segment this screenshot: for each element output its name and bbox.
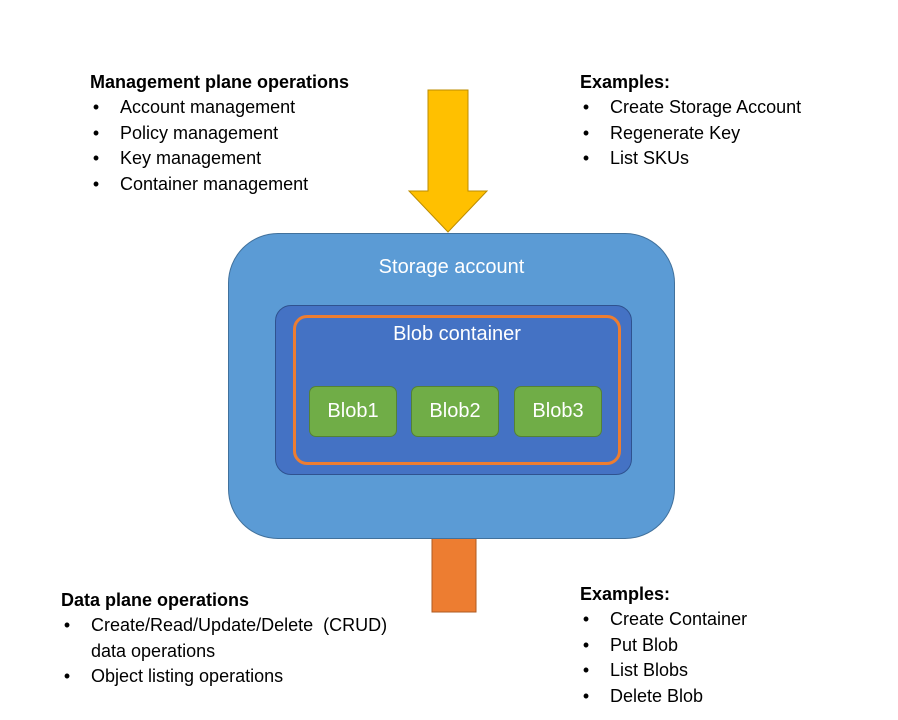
list-item-text: Object listing operations xyxy=(91,666,284,686)
blob-container-box: Blob container xyxy=(293,315,621,465)
management-examples-list: •Create Storage Account •Regenerate Key … xyxy=(580,95,801,172)
list-item-text: List SKUs xyxy=(610,148,690,168)
management-plane-item: • Policy management xyxy=(90,121,349,147)
data-example-item: • Put Blob xyxy=(580,633,747,659)
list-item-text: Regenerate Key xyxy=(610,122,741,143)
management-plane-item: • Key management xyxy=(90,146,349,172)
blob-box: Blob2 xyxy=(411,386,499,437)
management-plane-item: • Account management xyxy=(90,95,349,121)
bullet-icon: • xyxy=(582,609,590,629)
management-example-item: • Create Storage Account xyxy=(580,95,801,121)
list-item-text: Policy management xyxy=(120,122,279,143)
list-item-text: Create Container xyxy=(610,609,748,629)
bullet-icon: • xyxy=(582,148,590,168)
list-item-text: List Blobs xyxy=(610,660,689,680)
list-item-text: Create/Read/Update/Delete (CRUD) data op… xyxy=(91,615,393,661)
data-plane-heading: Data plane operations xyxy=(61,590,250,610)
management-example-item: • List SKUs xyxy=(580,146,801,172)
management-example-item: • Regenerate Key xyxy=(580,121,801,147)
data-plane-section: Data plane operations • Create/Read/Updat… xyxy=(61,589,421,690)
list-item-text: Delete Blob xyxy=(610,685,704,706)
bullet-icon: • xyxy=(582,660,590,680)
data-example-item: • Create Container xyxy=(580,607,747,633)
blob-container-label: Blob container xyxy=(393,323,521,345)
data-plane-item: • Create/Read/Update/Delete (CRUD) data o… xyxy=(61,613,421,664)
data-plane-list: • Create/Read/Update/Delete (CRUD) data o… xyxy=(61,613,421,690)
bullet-icon: • xyxy=(582,122,590,143)
management-plane-section: Management plane operations • Account man… xyxy=(90,71,349,197)
bullet-icon: • xyxy=(582,685,590,706)
list-item-text: Key management xyxy=(120,148,262,168)
management-plane-list: • Account management • Policy management •… xyxy=(90,95,349,197)
bullet-icon: • xyxy=(63,666,71,686)
management-examples-section: Examples: • Create Storage Account • Regen… xyxy=(580,71,801,172)
bullet-icon: • xyxy=(582,634,590,655)
list-item-text: Put Blob xyxy=(610,634,679,655)
list-item-text: Create Storage Account xyxy=(610,97,802,117)
data-plane-item: • Object listing operations xyxy=(61,664,421,690)
bullet-icon: • xyxy=(92,148,100,168)
blob-box: Blob1 xyxy=(309,386,397,437)
bullet-icon: • xyxy=(92,97,100,117)
bullet-icon: • xyxy=(92,122,100,143)
data-example-item: • Delete Blob xyxy=(580,684,747,710)
management-plane-item: • Container management xyxy=(90,172,349,198)
data-example-item: • List Blobs xyxy=(580,658,747,684)
blob-box: Blob3 xyxy=(514,386,602,437)
management-plane-arrow xyxy=(407,89,489,233)
data-examples-heading: Examples: xyxy=(580,584,671,604)
management-examples-heading: Examples: xyxy=(580,72,671,92)
storage-account-label: Storage account xyxy=(378,256,525,278)
bullet-icon: • xyxy=(63,615,71,635)
list-item-text: Account management xyxy=(120,97,296,117)
data-examples-list: •Create Container •Put Blob •List Blobs … xyxy=(580,607,747,709)
bullet-icon: • xyxy=(92,173,100,194)
list-item-text: Container management xyxy=(120,173,309,194)
data-examples-section: Examples: • Create Container • Put Blob • L… xyxy=(580,583,747,709)
bullet-icon: • xyxy=(582,97,590,117)
management-plane-heading: Management plane operations xyxy=(90,72,350,92)
